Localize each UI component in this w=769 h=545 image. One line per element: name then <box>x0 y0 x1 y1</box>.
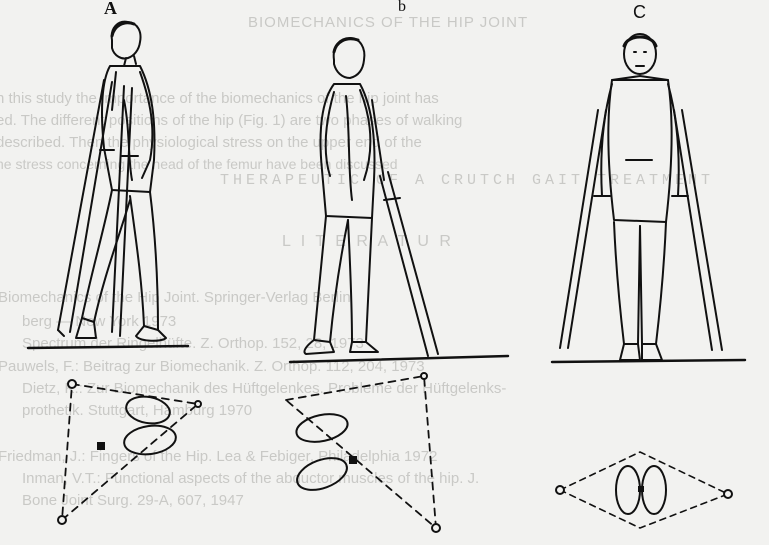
diagram-c-support-triangle <box>556 452 732 528</box>
figure-a-walking-man <box>28 22 188 348</box>
diagram-b-support-triangle <box>286 373 440 532</box>
panel-label-c: C <box>633 2 646 23</box>
figure-b-standing-man <box>290 38 508 362</box>
panel-label-b: b <box>398 0 406 16</box>
diagram-a-support-triangle <box>58 380 201 524</box>
panel-label-a: A <box>104 0 117 19</box>
figure-c-front-standing-man <box>552 34 745 362</box>
